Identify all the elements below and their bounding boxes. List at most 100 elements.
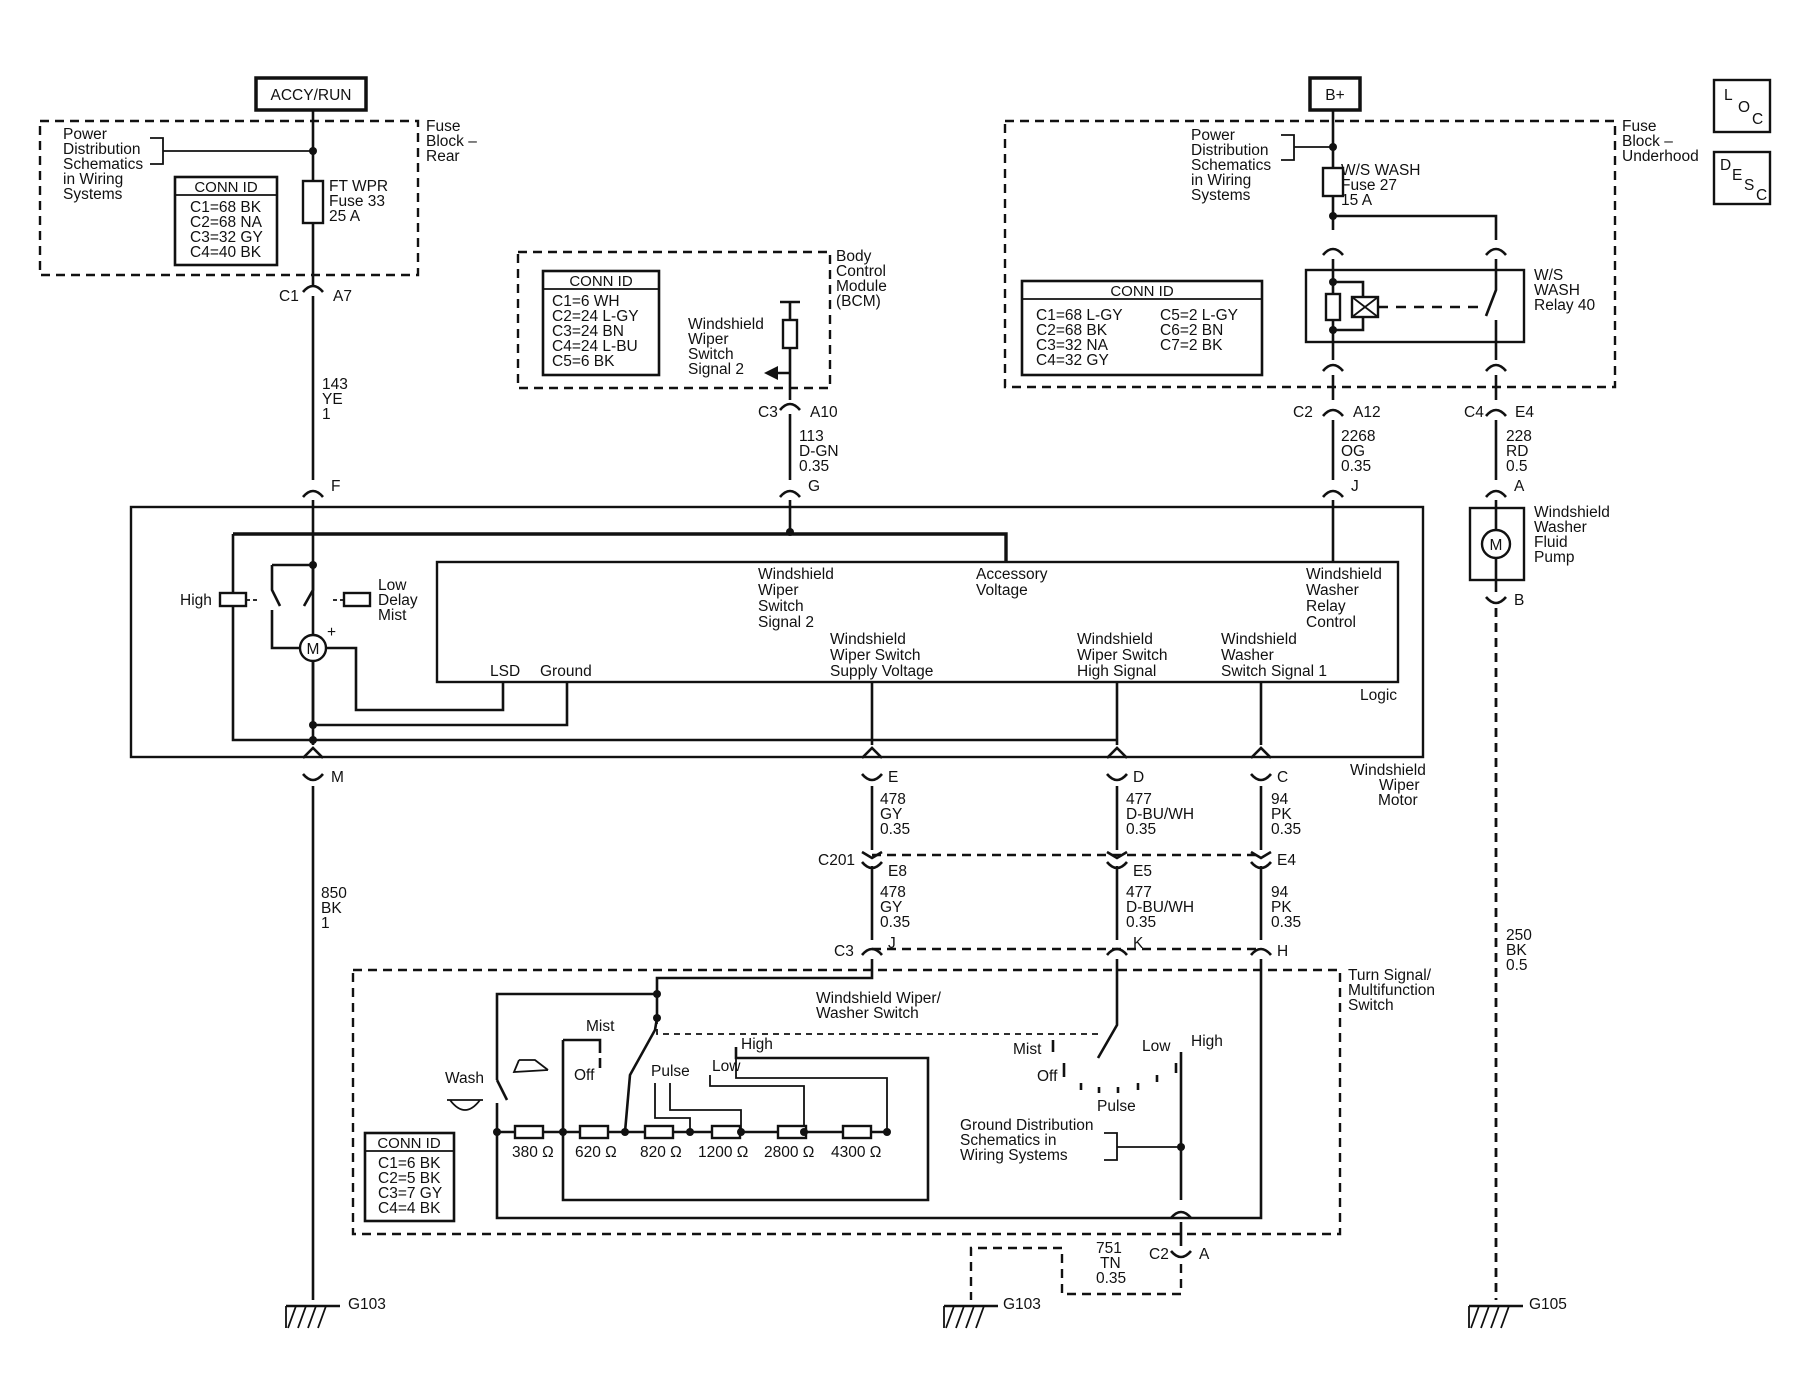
ground-g103-mid: G103 xyxy=(943,1296,1041,1329)
c201-pin-e4: E4 xyxy=(1277,852,1296,869)
resistor-ladder xyxy=(493,1124,891,1140)
wire-94-circuit-lower: 94 xyxy=(1271,884,1289,901)
rear-conn-id-header: CONN ID xyxy=(194,179,258,196)
pin-a7-label: A7 xyxy=(333,288,352,305)
wire-477-color: D-BU/WH xyxy=(1126,806,1194,823)
underhood-conn-row: C3=32 NA xyxy=(1036,337,1109,354)
bcm-conn-row: C5=6 BK xyxy=(552,353,615,370)
fuse-block-underhood: Fuse Block – Underhood Power Distributio… xyxy=(1003,110,1699,389)
c201-pin-e5: E5 xyxy=(1133,863,1152,880)
mf-pin-k-label: K xyxy=(1133,935,1144,952)
loc-letter-l: L xyxy=(1724,87,1733,104)
resistor-820 xyxy=(643,1124,675,1140)
logic-sig2-2: Wiper xyxy=(758,582,798,599)
underhood-conn-row: C5=2 L-GY xyxy=(1160,307,1238,324)
wire-477-circuit-lower: 477 xyxy=(1126,884,1152,901)
connector-c4-e4 xyxy=(1485,408,1507,417)
desc-letter-c: C xyxy=(1756,187,1767,204)
pump-pin-b-label: B xyxy=(1514,592,1524,609)
rear-conn-id-table: CONN ID C1=68 BK C2=68 NA C3=32 GY C4=40… xyxy=(173,175,279,267)
pin-f-label: F xyxy=(331,478,340,495)
pin-j-label: J xyxy=(1351,478,1359,495)
wash-label: Wash xyxy=(445,1070,484,1087)
bcm-signal-3: Switch xyxy=(688,346,734,363)
wire-2268-color: OG xyxy=(1341,443,1365,460)
logic-washer-sig-2: Washer xyxy=(1221,647,1274,664)
desc-icon[interactable]: D E S C xyxy=(1712,150,1772,206)
ws-wash-fuse-number: Fuse 27 xyxy=(1341,177,1397,194)
wire-143-circuit: 143 xyxy=(322,376,348,393)
high-coil xyxy=(218,591,248,608)
relay-label-2: WASH xyxy=(1534,282,1580,299)
loc-icon[interactable]: L O C xyxy=(1712,78,1772,134)
bcm-title-2: Control xyxy=(836,263,886,280)
desc-letter-e: E xyxy=(1732,167,1742,184)
bcm-conn-id-header: CONN ID xyxy=(569,273,633,290)
underhood-conn-id-header: CONN ID xyxy=(1110,283,1174,300)
selector-mist-label: Mist xyxy=(1013,1041,1042,1058)
wire-2268-size: 0.35 xyxy=(1341,458,1371,475)
connector-e xyxy=(861,746,883,782)
wire-850-size: 1 xyxy=(321,915,330,932)
mf-title-3: Switch xyxy=(1348,997,1394,1014)
rear-conn-row: C4=40 BK xyxy=(190,244,262,261)
turn-signal-multifunction-switch: Turn Signal/ Multifunction Switch Windsh… xyxy=(351,959,1435,1236)
selector-off-label: Off xyxy=(1037,1068,1058,1085)
fuse-block-rear-title-3: Rear xyxy=(426,148,460,165)
logic-high-sig-3: High Signal xyxy=(1077,663,1156,680)
motor-title-1: Windshield xyxy=(1350,762,1426,779)
underhood-title-2: Block – xyxy=(1622,133,1673,150)
logic-supply-1: Windshield xyxy=(830,631,906,648)
connector-c1-a7 xyxy=(302,284,324,293)
ground-ref-2: Schematics in xyxy=(960,1132,1056,1149)
underhood-title-1: Fuse xyxy=(1622,118,1656,135)
wire-228-circuit: 228 xyxy=(1506,428,1532,445)
bcm-conn-row: C4=24 L-BU xyxy=(552,338,638,355)
rear-conn-row: C1=68 BK xyxy=(190,199,262,216)
desc-letter-d: D xyxy=(1720,157,1731,174)
wire-477-size-lower: 0.35 xyxy=(1126,914,1156,931)
wire-94-color-lower: PK xyxy=(1271,899,1292,916)
connector-c3-a10 xyxy=(779,402,801,411)
wire-478-circuit: 478 xyxy=(880,791,906,808)
high-label-switch: High xyxy=(741,1036,773,1053)
rear-conn-row: C2=68 NA xyxy=(190,214,263,231)
rear-ref-5: Systems xyxy=(63,186,123,203)
g105-label: G105 xyxy=(1529,1296,1567,1313)
bcm-title-3: Module xyxy=(836,278,887,295)
motor-title-3: Motor xyxy=(1378,792,1418,809)
pin-e-label: E xyxy=(888,769,898,786)
wire-478-circuit-lower: 478 xyxy=(880,884,906,901)
body-control-module: Body Control Module (BCM) CONN ID C1=6 W… xyxy=(516,248,887,400)
resistor-820-label: 820 Ω xyxy=(640,1144,682,1161)
relay-diode-resistor xyxy=(1324,292,1342,322)
c201-label: C201 xyxy=(818,852,855,869)
mf-conn-c3-label: C3 xyxy=(834,943,854,960)
bcm-conn-row: C1=6 WH xyxy=(552,293,620,310)
pin-a10-label: A10 xyxy=(810,404,838,421)
wiper-motor-letter: M xyxy=(307,641,320,658)
resistor-2800-label: 2800 Ω xyxy=(764,1144,814,1161)
wire-143-size: 1 xyxy=(322,406,331,423)
wire-113-color: D-GN xyxy=(799,443,839,460)
ft-wpr-fuse-number: Fuse 33 xyxy=(329,193,385,210)
battery-supply-tag: B+ xyxy=(1308,76,1362,112)
connector-m xyxy=(302,746,324,759)
logic-sig2-1: Windshield xyxy=(758,566,834,583)
relay-label-3: Relay 40 xyxy=(1534,297,1596,314)
mf-pin-a-label: A xyxy=(1199,1246,1210,1263)
low-label-switch: Low xyxy=(712,1058,741,1075)
mf-subtitle-1: Windshield Wiper/ xyxy=(816,990,942,1007)
bcm-conn-row: C3=24 BN xyxy=(552,323,624,340)
logic-supply-2: Wiper Switch xyxy=(830,647,920,664)
logic-relay-ctrl-4: Control xyxy=(1306,614,1356,631)
bcm-signal-1: Windshield xyxy=(688,316,764,333)
delay-label: Delay xyxy=(378,592,418,609)
resistor-1200-label: 1200 Ω xyxy=(698,1144,748,1161)
underhood-ref-1: Power xyxy=(1191,127,1235,144)
wire-478-color: GY xyxy=(880,806,902,823)
g103-mid-label: G103 xyxy=(1003,1296,1041,1313)
resistor-620-label: 620 Ω xyxy=(575,1144,617,1161)
resistor-620 xyxy=(578,1124,610,1140)
mf-subtitle-2: Washer Switch xyxy=(816,1005,919,1022)
